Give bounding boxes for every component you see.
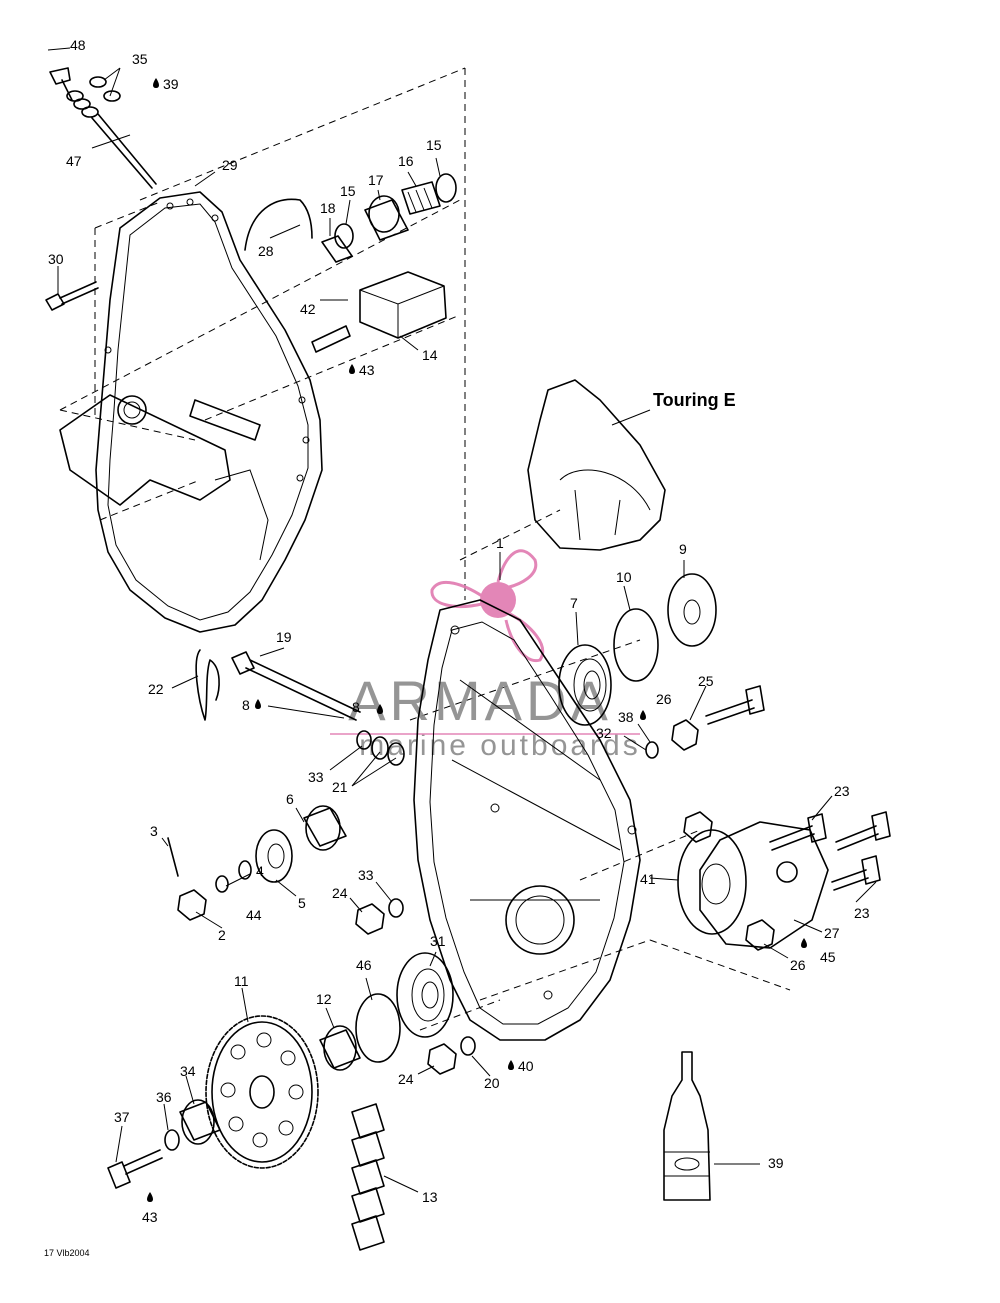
callout-16: 16 <box>398 153 414 169</box>
callout-28: 28 <box>258 243 274 259</box>
callout-33: 33 <box>358 867 374 883</box>
callout-34: 34 <box>180 1063 196 1079</box>
oil-drop-icon <box>508 1060 514 1070</box>
oil-drop-icon <box>349 364 355 374</box>
oil-drop-icons <box>147 78 807 1202</box>
callout-19: 19 <box>276 629 292 645</box>
callout-29: 29 <box>222 157 238 173</box>
callout-23: 23 <box>854 905 870 921</box>
oil-drop-icon <box>377 704 383 714</box>
oil-drop-icon <box>153 78 159 88</box>
callout-2: 2 <box>218 927 226 943</box>
callout-8: 8 <box>352 699 360 715</box>
large-sprocket <box>205 1015 319 1169</box>
tensioner-shaft-parts <box>321 173 457 263</box>
oil-drop-icon <box>255 699 261 709</box>
oil-drop-icon <box>640 710 646 720</box>
callout-24: 24 <box>398 1071 414 1087</box>
callout-47: 47 <box>66 153 82 169</box>
callout-21: 21 <box>332 779 348 795</box>
callout-39: 39 <box>768 1155 784 1171</box>
callout-5: 5 <box>298 895 306 911</box>
callout-40: 40 <box>518 1058 534 1074</box>
callout-17: 17 <box>368 172 384 188</box>
callout-42: 42 <box>300 301 316 317</box>
touring-e-case <box>527 379 666 551</box>
callout-36: 36 <box>156 1089 172 1105</box>
cover-bolt <box>45 281 99 311</box>
callout-43: 43 <box>359 362 375 378</box>
callout-27: 27 <box>824 925 840 941</box>
drive-chain <box>351 1103 385 1251</box>
callout-25: 25 <box>698 673 714 689</box>
chaincase-housing <box>413 599 641 1041</box>
callout-33: 33 <box>308 769 324 785</box>
callout-14: 14 <box>422 347 438 363</box>
drawing-code: 17 Vlb2004 <box>44 1248 90 1258</box>
callout-3: 3 <box>150 823 158 839</box>
callout-30: 30 <box>48 251 64 267</box>
drive-shaft-bolt <box>195 649 361 721</box>
watermark-propeller-icon <box>480 582 516 618</box>
dipstick-assembly <box>49 67 157 189</box>
sprocket-fasteners <box>107 1099 221 1189</box>
oil-drop-icon <box>801 938 807 948</box>
callout-46: 46 <box>356 957 372 973</box>
chaincase-cover <box>59 191 323 633</box>
callout-18: 18 <box>320 200 336 216</box>
callout-6: 6 <box>286 791 294 807</box>
callout-1: 1 <box>496 535 504 551</box>
callout-12: 12 <box>316 991 332 1007</box>
housing-bolts <box>645 685 891 891</box>
left-drive-parts <box>167 730 405 935</box>
upper-bearing-group <box>558 573 717 726</box>
callout-38: 38 <box>618 709 634 725</box>
tensioner-block <box>311 271 447 353</box>
callout-45: 45 <box>820 949 836 965</box>
callout-48: 48 <box>70 37 86 53</box>
oil-drop-icon <box>147 1192 153 1202</box>
callout-4: 4 <box>256 863 264 879</box>
oil-bottle <box>663 1051 711 1201</box>
callout-37: 37 <box>114 1109 130 1125</box>
callout-26: 26 <box>656 691 672 707</box>
callout-31: 31 <box>430 933 446 949</box>
callout-43: 43 <box>142 1209 158 1225</box>
callout-15: 15 <box>426 137 442 153</box>
callout-26: 26 <box>790 957 806 973</box>
lower-bearing-group <box>319 952 476 1075</box>
watermark: ARMADA marine outboards <box>330 549 640 762</box>
callout-24: 24 <box>332 885 348 901</box>
callout-39: 39 <box>163 76 179 92</box>
callout-44: 44 <box>246 907 262 923</box>
bearing-plate <box>677 811 829 951</box>
callout-41: 41 <box>640 871 656 887</box>
callout-35: 35 <box>132 51 148 67</box>
callout-numbers: 48 35 39 47 29 30 28 18 15 17 16 15 42 1… <box>44 37 870 1258</box>
variant-label: Touring E <box>653 390 736 410</box>
callout-8: 8 <box>242 697 250 713</box>
callout-15: 15 <box>340 183 356 199</box>
callout-32: 32 <box>596 725 612 741</box>
callout-7: 7 <box>570 595 578 611</box>
callout-20: 20 <box>484 1075 500 1091</box>
callout-10: 10 <box>616 569 632 585</box>
callout-9: 9 <box>679 541 687 557</box>
callout-11: 11 <box>234 973 249 989</box>
callout-23: 23 <box>834 783 850 799</box>
callout-13: 13 <box>422 1189 438 1205</box>
watermark-brand-text: ARMADA <box>348 669 612 732</box>
callout-22: 22 <box>148 681 164 697</box>
seal-strip <box>244 198 313 251</box>
leader-lines <box>47 47 877 1193</box>
